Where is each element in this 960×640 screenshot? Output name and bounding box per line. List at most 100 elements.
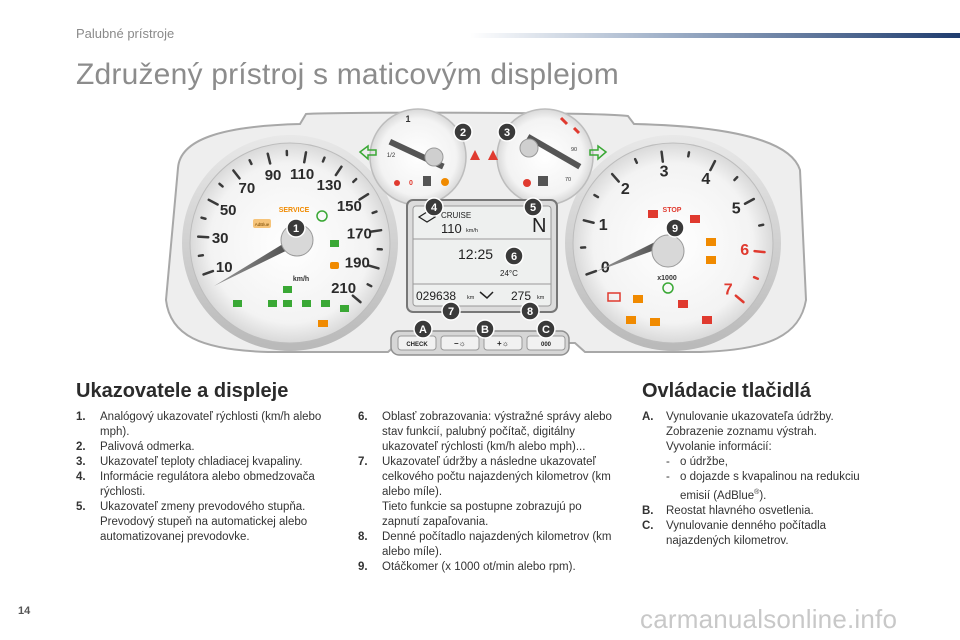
callout-3: 3 [497, 122, 517, 142]
speedo-tick [302, 151, 308, 164]
speedo-tick [200, 216, 207, 220]
controls-section-title: Ovládacie tlačidlá [642, 380, 811, 402]
tacho-tick [660, 150, 665, 163]
speedo-tick-label: 70 [239, 180, 256, 197]
svg-text:029638: 029638 [416, 289, 456, 303]
speedo-tick [369, 228, 383, 233]
airbag-icon [488, 150, 498, 160]
tacho-tick [593, 193, 600, 199]
svg-text:B: B [481, 324, 489, 336]
list-item: 9.Otáčkomer (x 1000 ot/min alebo rpm). [358, 561, 576, 573]
list-item: 4.Informácie regulátora alebo obmedzovač… [76, 471, 315, 498]
tacho-tick [709, 159, 717, 172]
svg-text:24°C: 24°C [500, 269, 518, 278]
list-item: C.Vynulovanie denného počítadla najazden… [642, 519, 827, 547]
rpm-unit: x1000 [657, 275, 677, 282]
speedo-tick-label: 150 [337, 198, 362, 215]
tacho-tick [610, 172, 620, 183]
speedo-tick-label: 170 [347, 225, 372, 242]
tacho-tick-label: 6 [740, 242, 749, 259]
callout-b: B [475, 319, 495, 339]
svg-text:9: 9 [672, 223, 678, 235]
callout-2: 2 [453, 122, 473, 142]
list-item: 1.Analógový ukazovateľ rýchlosti (km/h a… [76, 411, 322, 438]
speedo-tick [334, 165, 343, 177]
svg-text:+☼: +☼ [497, 339, 509, 348]
svg-text:A: A [419, 324, 427, 336]
tacho-tick [758, 223, 765, 227]
page-title: Združený prístroj s maticovým displejom [76, 58, 619, 91]
tacho-tick [743, 197, 756, 206]
svg-text:000: 000 [541, 342, 552, 348]
speedo-tick-label: 50 [220, 202, 237, 219]
list-item: 8.Denné počítadlo najazdených kilometrov… [358, 531, 612, 558]
svg-text:4: 4 [431, 202, 438, 214]
speedo-tick-label: 90 [265, 167, 282, 184]
speedo-tick [366, 283, 373, 288]
speedo-tick-label: 130 [317, 177, 342, 194]
service-label: SERVICE [279, 207, 310, 214]
svg-text:CRUISE: CRUISE [441, 211, 471, 220]
callout-4: 4 [424, 197, 444, 217]
speedo-tick [358, 192, 370, 201]
svg-text:6: 6 [511, 251, 517, 263]
callout-1: 1 [286, 218, 306, 238]
watermark: carmanualsonline.info [640, 604, 898, 634]
speedo-tick [371, 210, 378, 215]
callout-5: 5 [523, 197, 543, 217]
speedo-tick-label: 210 [331, 280, 356, 297]
list-item: 6.Oblasť zobrazovania: výstražné správy … [358, 411, 612, 453]
right-turn-indicator-icon [589, 144, 608, 161]
svg-text:km: km [537, 295, 545, 301]
speedo-tick [197, 253, 205, 258]
svg-text:5: 5 [530, 202, 536, 214]
indicators-section-title: Ukazovatele a displeje [76, 380, 289, 402]
speedo-tick [352, 177, 358, 184]
tacho-tick-label: 7 [724, 281, 733, 298]
svg-text:–☼: –☼ [454, 339, 466, 348]
list-item: B.Reostat hlavného osvetlenia. [642, 504, 814, 517]
list-item: A. Vynulovanie ukazovateľa údržby. Zobra… [642, 411, 860, 502]
adblue-icon [253, 219, 271, 228]
speedo-needle [214, 236, 300, 286]
tacho-tick [752, 275, 760, 280]
svg-text:2: 2 [460, 127, 466, 139]
svg-text:0: 0 [409, 180, 413, 187]
callout-7: 7 [441, 301, 461, 321]
tacho-tick-label: 5 [732, 201, 741, 218]
indicators-list-col2: 6.Oblasť zobrazovania: výstražné správy … [358, 410, 620, 575]
tacho-warning-icons [607, 210, 716, 326]
speedo-tick [202, 269, 215, 276]
svg-text:1: 1 [405, 114, 410, 124]
speedo-tick [196, 235, 210, 239]
speedo-tick [207, 198, 219, 206]
svg-text:1: 1 [293, 223, 299, 235]
svg-text:N: N [532, 215, 546, 237]
svg-text:km/h: km/h [466, 228, 478, 234]
speedo-tick [232, 169, 241, 180]
callout-c: C [536, 319, 556, 339]
speedo-tick [351, 294, 362, 304]
list-item: 2.Palivová odmerka. [76, 441, 195, 453]
callout-8: 8 [520, 301, 540, 321]
speedo-tick [218, 182, 224, 188]
svg-text:8: 8 [527, 306, 533, 318]
speedo-tick-label: 10 [216, 259, 233, 276]
controls-list: A. Vynulovanie ukazovateľa údržby. Zobra… [642, 410, 892, 549]
svg-text:110: 110 [441, 221, 462, 236]
callout-6: 6 [504, 246, 524, 266]
speedo-tick [266, 152, 272, 165]
svg-text:3: 3 [504, 127, 510, 139]
tacho-needle [595, 236, 671, 272]
tacho-tick [585, 269, 598, 276]
svg-text:12:25: 12:25 [458, 246, 493, 262]
tacho-tick-label: 1 [599, 217, 608, 234]
header-bar [470, 33, 960, 38]
speed-unit: km/h [293, 276, 309, 283]
speedo-tick [321, 156, 326, 163]
svg-text:90: 90 [571, 147, 577, 153]
fuel-gauge: 1 1/2 0 [369, 108, 467, 206]
